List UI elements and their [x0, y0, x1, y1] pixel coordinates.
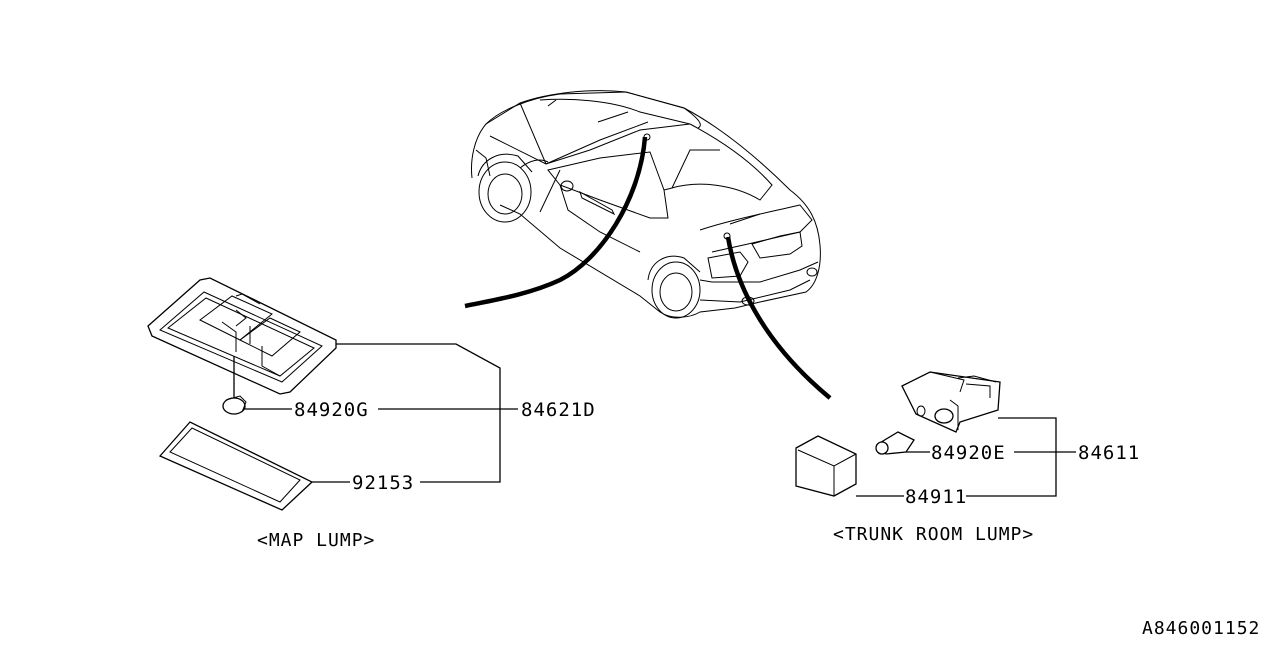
- map-lamp-caption: <MAP LUMP>: [257, 530, 375, 551]
- trunk-lamp-leader-curve: [725, 236, 832, 400]
- car-illustration: [471, 90, 821, 319]
- map-lamp-leader-curve: [464, 136, 648, 309]
- trunk-lamp-lens: [795, 435, 857, 497]
- trunk-lamp-leader: [966, 417, 1057, 497]
- map-lamp-bulb: [222, 395, 247, 415]
- trunk-lamp-bulb: [875, 431, 915, 455]
- trunk-lamp-bulb-label: 84920E: [931, 442, 1006, 464]
- trunk-lamp-assembly-label: 84611: [1078, 442, 1140, 464]
- trunk-lamp-caption: <TRUNK ROOM LUMP>: [833, 524, 1034, 545]
- map-lamp-lens: [158, 421, 314, 511]
- map-lamp-lens-label: 92153: [352, 472, 414, 494]
- trunk-lamp-housing: [901, 371, 1001, 433]
- map-lamp-bulb-label: 84920G: [294, 399, 369, 421]
- trunk-lamp-lens-label: 84911: [905, 486, 967, 508]
- diagram-reference-code: A846001152: [1142, 618, 1260, 639]
- map-lamp-leader: [336, 343, 501, 483]
- map-lamp-housing: [147, 277, 337, 395]
- map-lamp-assembly-label: 84621D: [521, 399, 596, 421]
